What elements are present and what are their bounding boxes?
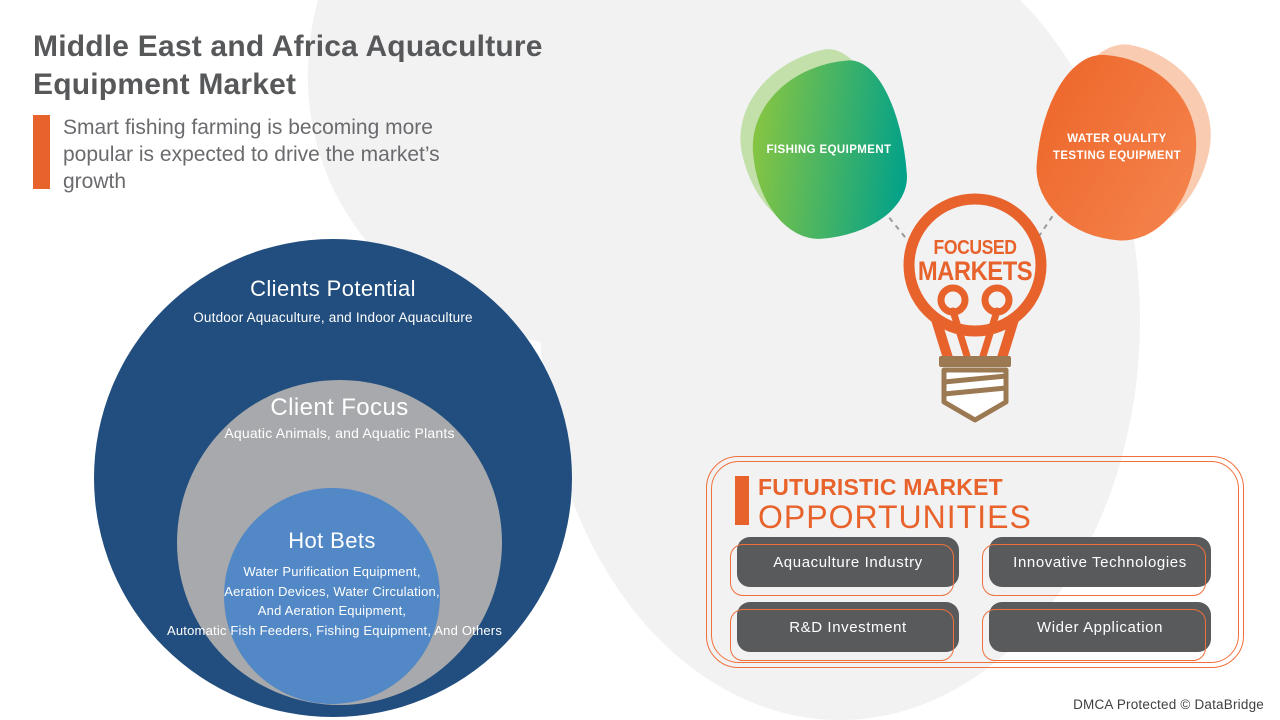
client-focus-title: Client Focus xyxy=(270,394,409,421)
accent-bar xyxy=(33,115,50,189)
hot-bets-list: Water Purification Equipment, Aeration D… xyxy=(167,562,503,640)
filament-wire-right xyxy=(979,307,1001,360)
hot-bets-line: Water Purification Equipment, xyxy=(243,564,421,579)
hot-bets-line: Automatic Fish Feeders, Fishing Equipmen… xyxy=(167,622,503,638)
page-title: Middle East and Africa Aquaculture Equip… xyxy=(33,28,543,103)
clients-potential-title: Clients Potential xyxy=(250,276,416,301)
light-bulb-icon: FOCUSED MARKETS xyxy=(903,193,1047,423)
hot-bets-title: Hot Bets xyxy=(288,528,376,553)
hot-bets-circle: Hot Bets Water Purification Equipment, A… xyxy=(167,488,502,704)
connector-line-right xyxy=(1032,207,1059,246)
opportunity-item-wider-application: Wider Application xyxy=(982,602,1211,661)
dmca-watermark: DMCA Protected © DataBridge xyxy=(1073,697,1264,712)
connector-lines xyxy=(882,207,1059,248)
water-quality-label: WATER QUALITY TESTING EQUIPMENT xyxy=(1052,133,1182,162)
bulb-glass-outline xyxy=(903,193,1047,337)
header: Middle East and Africa Aquaculture Equip… xyxy=(33,28,543,196)
opportunities-panel: FUTURISTIC MARKET OPPORTUNITIES Aquacult… xyxy=(706,456,1244,668)
screw-thread xyxy=(943,385,1007,397)
clients-potential-subtitle: Outdoor Aquaculture, and Indoor Aquacult… xyxy=(193,310,473,325)
opportunity-item-innovative-technologies: Innovative Technologies xyxy=(982,537,1211,596)
focused-markets-label-line2: MARKETS xyxy=(918,257,1032,287)
opportunities-header: FUTURISTIC MARKET OPPORTUNITIES xyxy=(735,476,1032,533)
bulb-collar xyxy=(939,356,1011,367)
page-title-line2: Equipment Market xyxy=(33,67,297,101)
bulb-neck-right xyxy=(997,314,1020,360)
client-focus-subtitle: Aquatic Animals, and Aquatic Plants xyxy=(224,425,455,441)
water-quality-node: WATER QUALITY TESTING EQUIPMENT xyxy=(1031,32,1228,246)
opportunity-item-aquaculture-industry: Aquaculture Industry xyxy=(730,537,959,596)
opportunity-item-rd-investment: R&D Investment xyxy=(730,602,959,661)
hot-bets-line: And Aeration Equipment, xyxy=(257,603,407,618)
focused-markets-label-line1: FOCUSED xyxy=(934,236,1017,258)
screw-thread xyxy=(943,373,1007,385)
bulb-neck-left xyxy=(930,314,953,360)
opportunities-grid: Aquaculture Industry Innovative Technolo… xyxy=(730,537,1215,661)
fishing-equipment-label: FISHING EQUIPMENT xyxy=(766,143,892,156)
page-subtitle: Smart fishing farming is becoming more p… xyxy=(63,116,440,193)
hot-bets-line: Aeration Devices, Water Circulation, xyxy=(224,583,440,599)
filament-wire-left xyxy=(949,307,971,360)
page-title-line1: Middle East and Africa Aquaculture xyxy=(33,30,543,63)
opportunities-title-line1: FUTURISTIC MARKET xyxy=(758,474,1003,500)
connector-line-left xyxy=(882,209,914,248)
opportunities-accent-bar xyxy=(735,476,749,525)
opportunities-title-line2: OPPORTUNITIES xyxy=(758,499,1032,535)
fishing-equipment-node: FISHING EQUIPMENT xyxy=(724,39,911,244)
